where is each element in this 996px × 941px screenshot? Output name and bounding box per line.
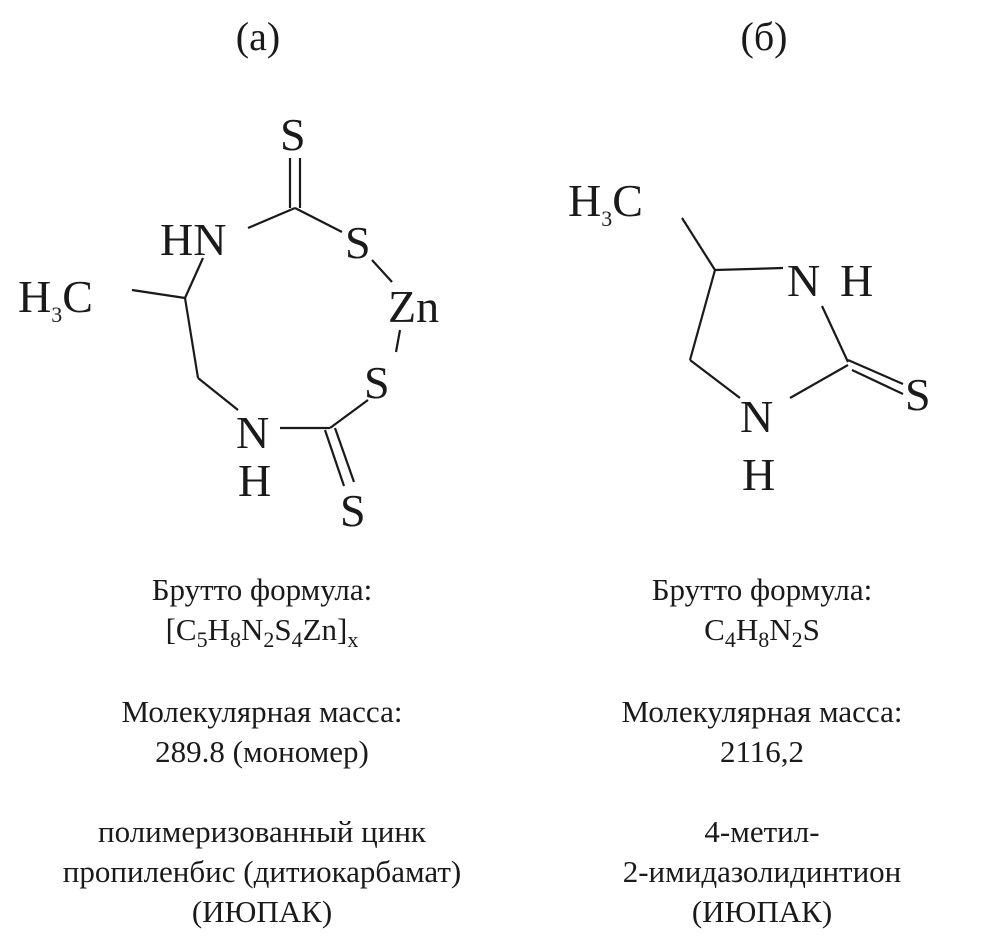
atom-s: S	[905, 369, 931, 420]
atom-h: H	[840, 255, 873, 306]
mass-title: Молекулярная масса:	[622, 694, 903, 729]
iupac-name-line: полимеризованный цинк	[98, 814, 427, 849]
bond	[131, 288, 186, 300]
bond	[847, 358, 904, 386]
bond	[371, 259, 393, 283]
bond	[714, 266, 784, 272]
panel-a: (а) S HN S Zn H3C S N H S Брутто формула…	[18, 14, 461, 929]
formula-title: Брутто формула:	[652, 572, 873, 607]
iupac-name-line: 2-имидазолидинтион	[623, 854, 902, 889]
atom-s: S	[340, 485, 366, 536]
atom-s: S	[280, 109, 306, 160]
iupac-label: (ИЮПАК)	[192, 894, 332, 929]
atom-h3c: H3C	[568, 175, 643, 231]
atom-zn: Zn	[388, 281, 439, 332]
bond	[333, 427, 356, 483]
bond	[183, 297, 200, 379]
bond	[851, 369, 904, 395]
structure-a-bonds	[131, 158, 402, 487]
bond	[821, 305, 849, 363]
panel-b: (б) H3C N H S N H Брутто формула: C4H8N2…	[568, 14, 931, 929]
bond	[688, 269, 717, 361]
bond	[681, 217, 716, 271]
bond	[294, 207, 343, 233]
atom-hn: HN	[160, 214, 226, 265]
bond	[689, 359, 741, 399]
bond	[197, 377, 239, 411]
iupac-label: (ИЮПАК)	[692, 894, 832, 929]
atom-s: S	[345, 217, 371, 268]
atom-h: H	[742, 449, 775, 500]
iupac-name-line: 4-метил-	[704, 814, 819, 849]
bond	[323, 429, 346, 487]
bond	[394, 329, 402, 353]
panel-a-label: (а)	[236, 14, 280, 59]
structure-b-bonds	[681, 217, 904, 399]
bond	[247, 206, 296, 230]
bond	[789, 364, 849, 399]
atom-n: N	[236, 407, 269, 458]
formula: [C5H8N2S4Zn]x	[166, 612, 359, 652]
atom-h: H	[238, 455, 271, 506]
mass-title: Молекулярная масса:	[122, 694, 403, 729]
panel-b-label: (б)	[741, 14, 788, 59]
formula-title: Брутто формула:	[152, 572, 373, 607]
bond	[329, 399, 369, 429]
mass-value: 2116,2	[720, 734, 804, 769]
atom-n: N	[740, 391, 773, 442]
bond	[183, 257, 205, 299]
atom-s: S	[364, 357, 390, 408]
atom-n: N	[787, 255, 820, 306]
mass-value: 289.8 (мономер)	[155, 734, 369, 769]
iupac-name-line: пропиленбис (дитиокарбамат)	[63, 854, 461, 889]
formula: C4H8N2S	[704, 612, 820, 652]
atom-h3c: H3C	[18, 271, 93, 327]
